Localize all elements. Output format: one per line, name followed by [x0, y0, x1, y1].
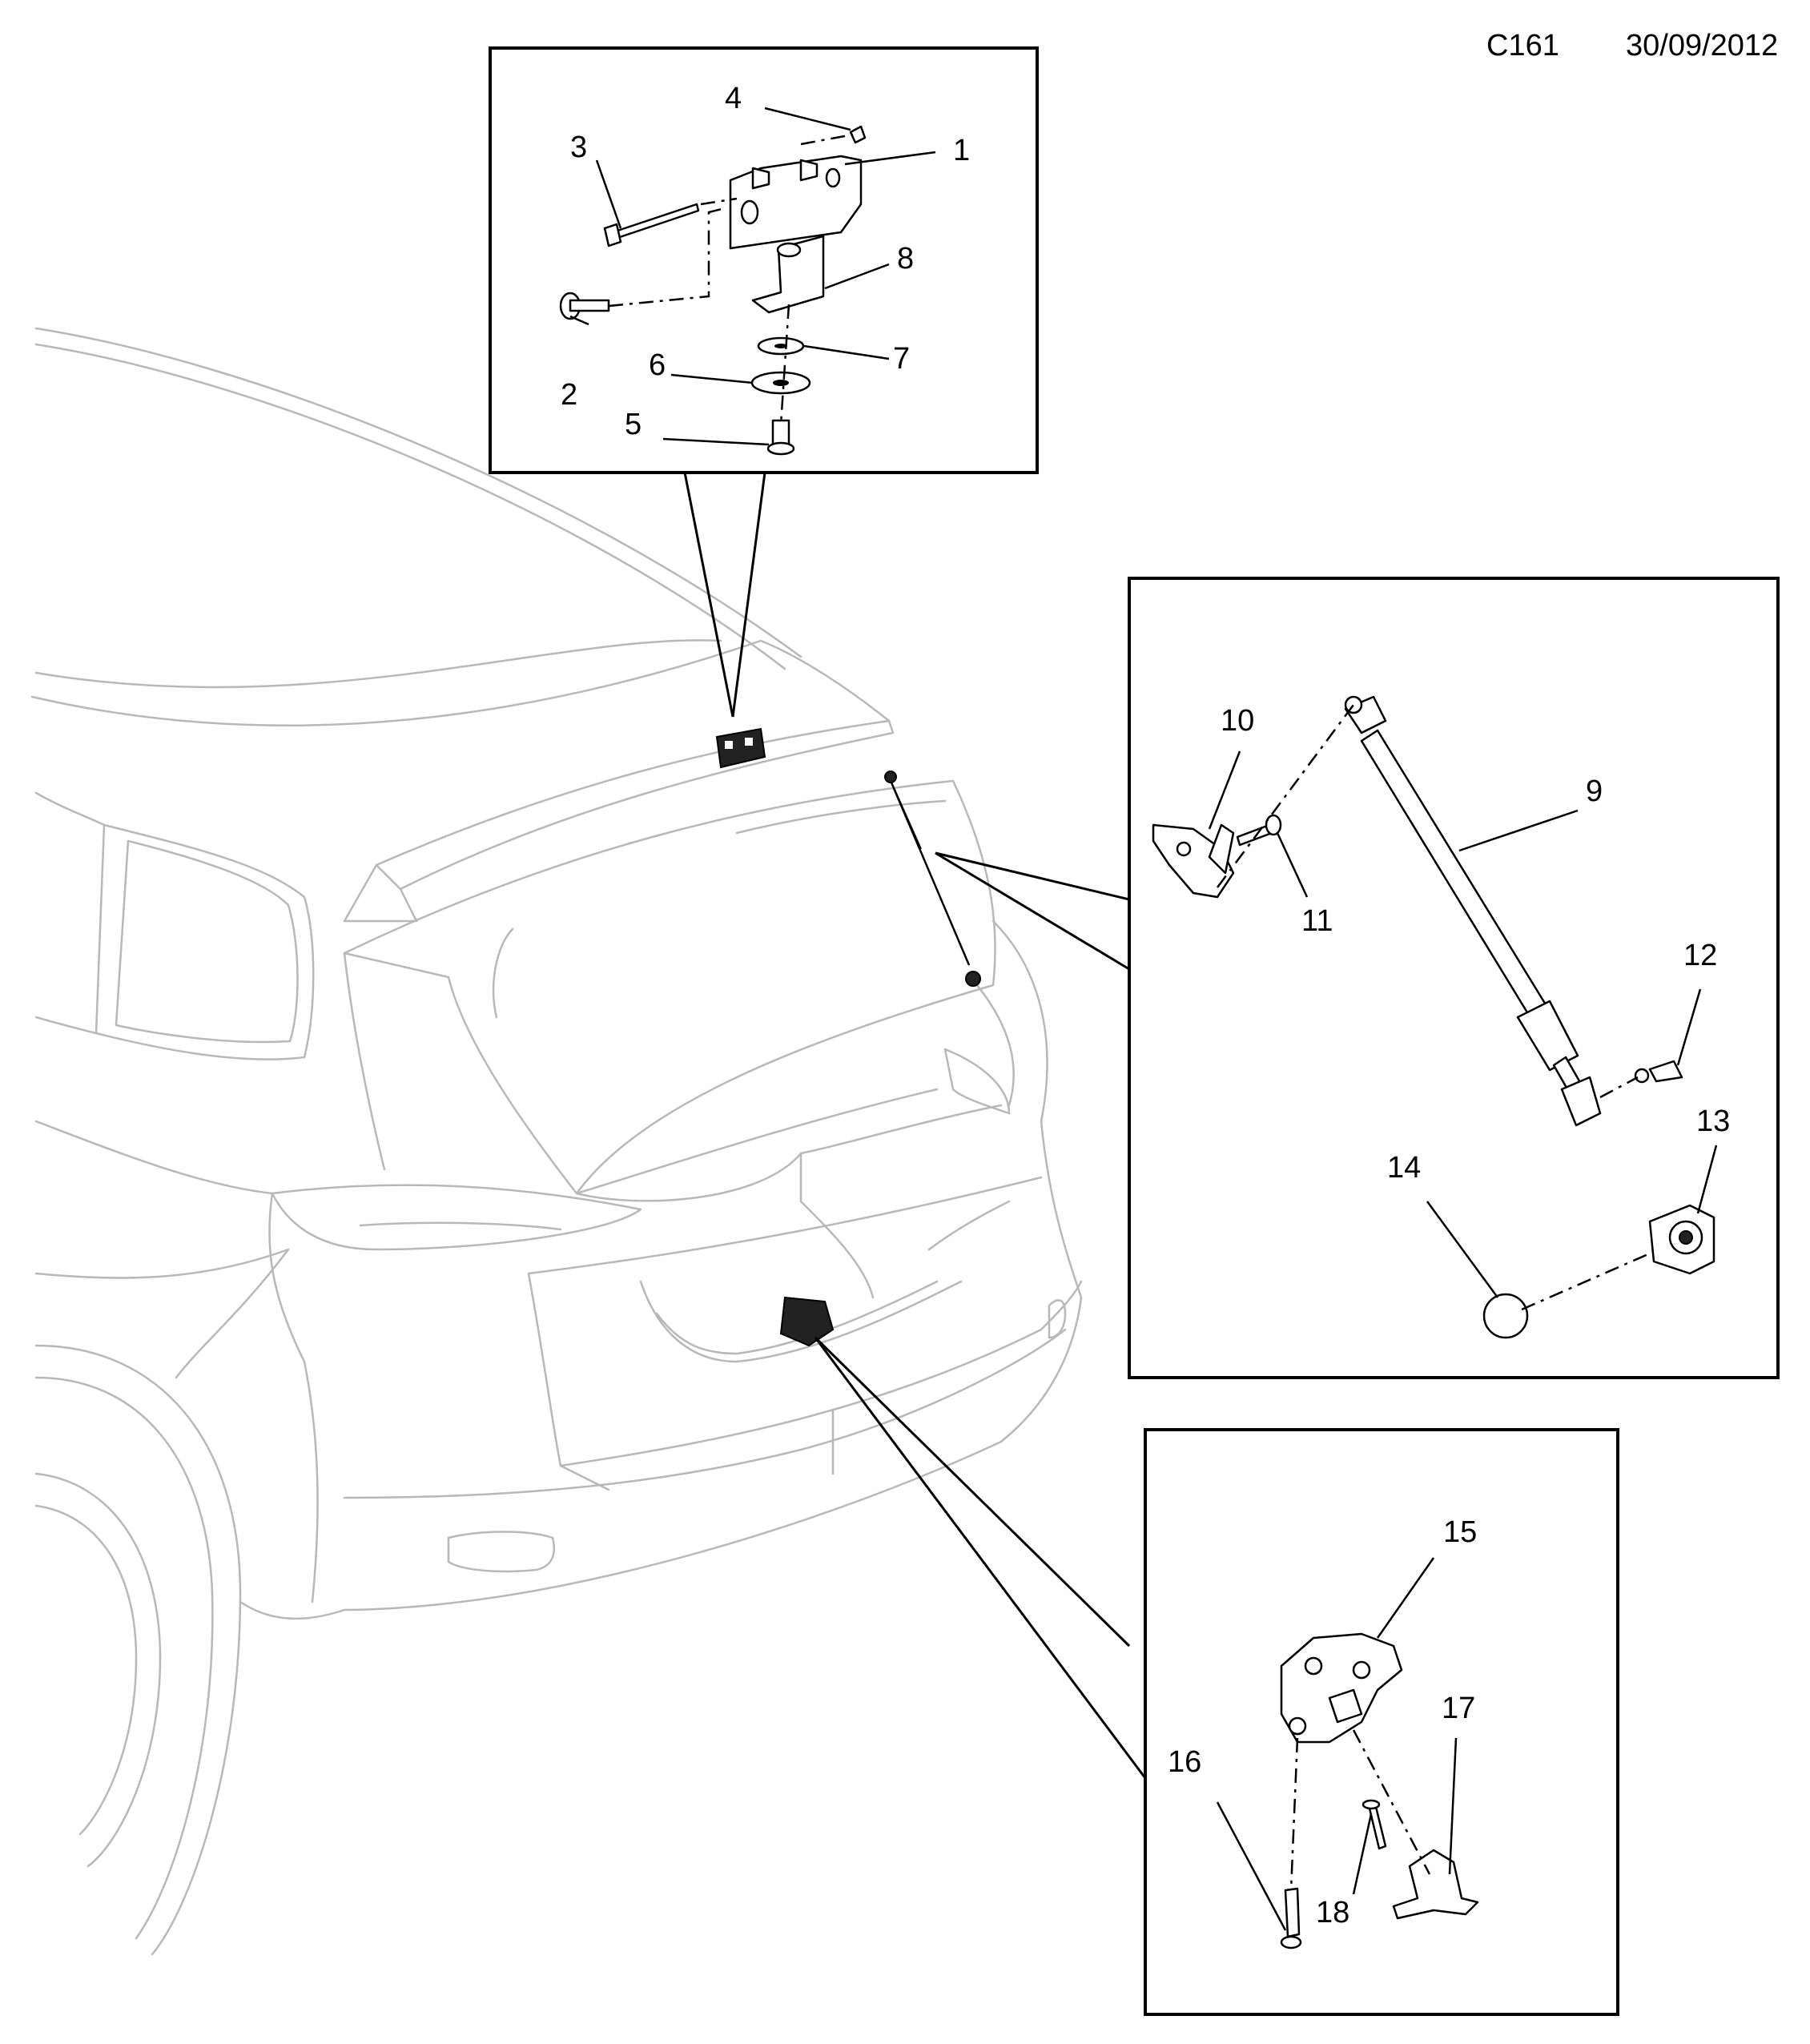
callout-17: 17 — [1442, 1692, 1475, 1725]
callout-leaders — [569, 107, 1718, 1931]
callout-15: 15 — [1443, 1515, 1477, 1549]
gas-strut-on-car — [884, 771, 981, 987]
callout-14: 14 — [1387, 1151, 1421, 1185]
callout-12: 12 — [1683, 939, 1717, 972]
callout-8: 8 — [897, 242, 914, 276]
zoom-lines — [683, 472, 1147, 1779]
callout-16: 16 — [1168, 1745, 1201, 1779]
callout-3: 3 — [570, 131, 587, 164]
callout-6: 6 — [649, 348, 666, 382]
callout-5: 5 — [625, 408, 642, 441]
callout-18: 18 — [1316, 1896, 1349, 1929]
callout-4: 4 — [725, 82, 742, 115]
callout-9: 9 — [1586, 775, 1603, 808]
callout-2: 2 — [561, 378, 577, 412]
callout-10: 10 — [1221, 704, 1254, 738]
latch-detail-box — [1144, 1428, 1619, 2016]
diagram-code: C161 — [1486, 29, 1559, 62]
strut-detail-box — [1128, 577, 1780, 1379]
latch-on-car — [779, 1296, 835, 1347]
hinge-on-car — [715, 727, 766, 769]
callout-7: 7 — [893, 342, 910, 376]
car-rear-outline — [30, 327, 1083, 1956]
callout-11: 11 — [1301, 904, 1333, 938]
callout-13: 13 — [1696, 1104, 1730, 1138]
hinge-detail-box — [489, 46, 1039, 474]
callout-labels: 1 2 3 4 5 6 7 8 9 10 11 12 13 14 15 16 1… — [561, 82, 1730, 1929]
diagram-date: 30/09/2012 — [1626, 29, 1779, 62]
callout-1: 1 — [953, 134, 970, 167]
